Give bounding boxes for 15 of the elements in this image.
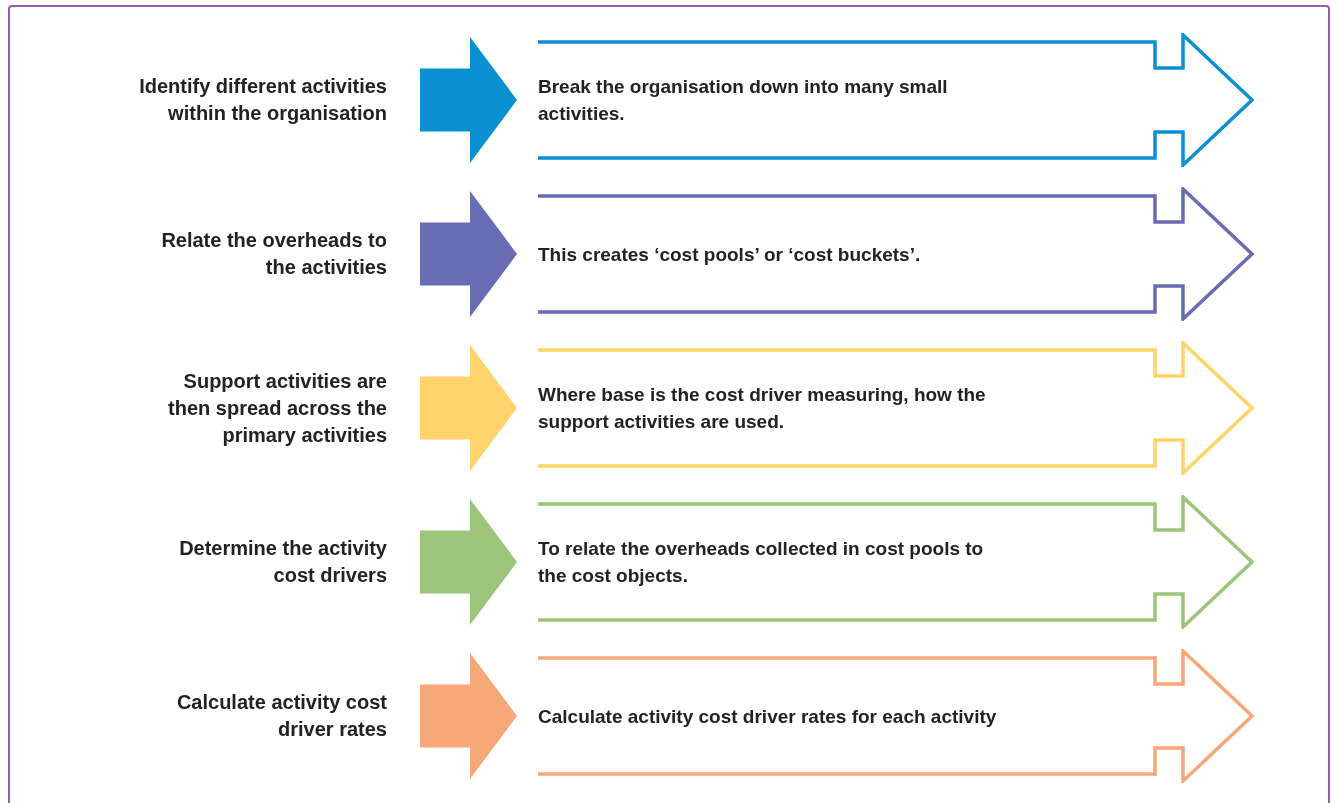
step-title: Relate the overheads to the activities [160,228,387,280]
step-title: Identify different activities within the organisation [138,74,387,126]
step-title: Determine the activity cost drivers [178,536,387,588]
block-arrow [420,653,517,779]
block-arrow [420,191,517,317]
step-title: Support activities are then spread across the primary activities [167,368,387,448]
block-arrow [420,499,517,625]
step-description: This creates ‘cost pools’ or ‘cost buckets’. [538,242,922,267]
step-title: Calculate activity cost driver rates [175,690,387,742]
block-arrow [420,345,517,471]
block-arrow [420,37,517,163]
step-description: To relate the overheads collected in cost pools to the cost objects. [538,537,985,588]
step-description: Where base is the cost driver measuring, how the support activities are used. [538,383,987,434]
step-description: Break the organisation down into many small activities. [538,75,949,126]
step-description: Calculate activity cost driver rates for each activity [538,704,998,729]
